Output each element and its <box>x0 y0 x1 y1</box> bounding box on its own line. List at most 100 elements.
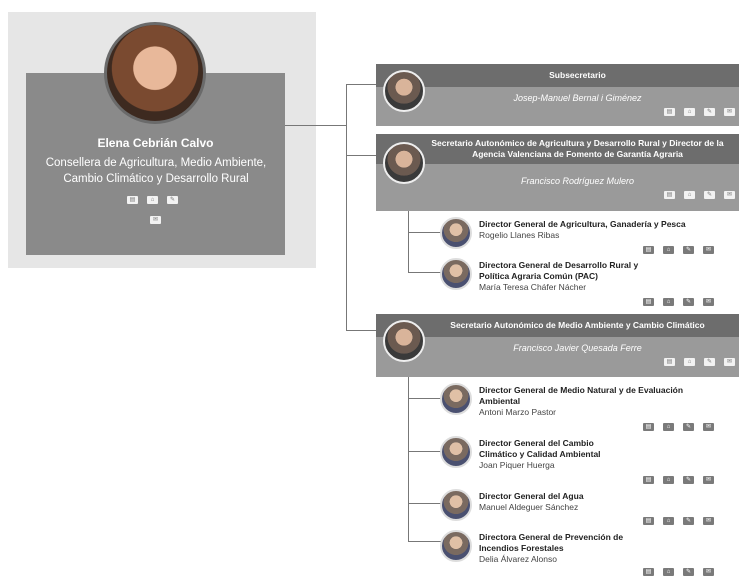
document-icon[interactable]: ✎ <box>683 298 694 306</box>
director-title[interactable]: Directora General de Desarrollo Rural y … <box>479 260 639 281</box>
document-icon[interactable]: ✎ <box>167 196 178 204</box>
connector <box>408 451 442 452</box>
cv-icon[interactable]: ▤ <box>127 196 138 204</box>
director-avatar[interactable] <box>440 530 472 562</box>
director-title[interactable]: Directora General de Prevención de Incen… <box>479 532 624 553</box>
document-icon[interactable]: ✎ <box>704 108 715 116</box>
director-entry: Director General del Cambio Climático y … <box>479 438 629 471</box>
director-name: Manuel Aldeguer Sánchez <box>479 502 579 512</box>
document-icon[interactable]: ✎ <box>683 476 694 484</box>
director-name: Delia Álvarez Alonso <box>479 554 557 564</box>
director-title[interactable]: Director General de Medio Natural y de E… <box>479 385 684 406</box>
head-name: Elena Cebrián Calvo <box>97 136 214 150</box>
home-icon[interactable]: ⌂ <box>663 423 674 431</box>
connector <box>346 155 376 156</box>
cv-icon[interactable]: ▤ <box>643 423 654 431</box>
secretary-card: Secretario Autonómico de Agricultura y D… <box>376 134 739 211</box>
secretary-title: Secretario Autonómico de Medio Ambiente … <box>376 314 739 337</box>
director-name: María Teresa Cháfer Nácher <box>479 282 587 292</box>
head-role: Consellera de Agricultura, Medio Ambient… <box>45 157 267 185</box>
home-icon[interactable]: ⌂ <box>663 246 674 254</box>
document-icon[interactable]: ✎ <box>704 358 715 366</box>
cv-icon[interactable]: ▤ <box>664 108 675 116</box>
document-icon[interactable]: ✎ <box>704 191 715 199</box>
connector <box>408 398 442 399</box>
head-icon-row: ▤ ⌂ ✎ <box>127 196 178 204</box>
director-avatar[interactable] <box>440 436 472 468</box>
secretary-name: Francisco Rodríguez Mulero <box>520 176 635 186</box>
cv-icon[interactable]: ▤ <box>643 298 654 306</box>
director-title[interactable]: Director General del Agua <box>479 491 584 501</box>
cv-icon[interactable]: ▤ <box>643 568 654 576</box>
secretary-card: Subsecretario Josep-Manuel Bernal i Gimé… <box>376 64 739 126</box>
home-icon[interactable]: ⌂ <box>663 298 674 306</box>
cv-icon[interactable]: ▤ <box>643 246 654 254</box>
connector-trunk <box>346 84 347 331</box>
cv-icon[interactable]: ▤ <box>664 358 675 366</box>
secretary-title: Subsecretario <box>376 64 739 87</box>
director-icon-row: ▤ ⌂ ✎ ✉ <box>643 476 714 484</box>
email-icon[interactable]: ✉ <box>703 423 714 431</box>
connector <box>285 125 347 126</box>
cv-icon[interactable]: ▤ <box>664 191 675 199</box>
document-icon[interactable]: ✎ <box>683 568 694 576</box>
secretary-card: Secretario Autonómico de Medio Ambiente … <box>376 314 739 377</box>
document-icon[interactable]: ✎ <box>683 246 694 254</box>
director-icon-row: ▤ ⌂ ✎ ✉ <box>643 246 714 254</box>
email-icon[interactable]: ✉ <box>703 476 714 484</box>
home-icon[interactable]: ⌂ <box>663 568 674 576</box>
director-avatar[interactable] <box>440 258 472 290</box>
home-icon[interactable]: ⌂ <box>663 476 674 484</box>
director-entry: Director General de Medio Natural y de E… <box>479 385 714 418</box>
email-icon[interactable]: ✉ <box>724 191 735 199</box>
head-icon-row-2: ✉ <box>150 216 161 224</box>
secretary-avatar[interactable] <box>383 70 425 112</box>
secretary-avatar[interactable] <box>383 320 425 362</box>
director-title[interactable]: Director General del Cambio Climático y … <box>479 438 601 459</box>
director-entry: Director General del Agua Manuel Aldegue… <box>479 491 714 513</box>
secretary-name: Josep-Manuel Bernal i Giménez <box>513 93 642 103</box>
secretary-icon-row: ▤ ⌂ ✎ ✉ <box>376 358 739 366</box>
connector <box>408 232 442 233</box>
director-avatar[interactable] <box>440 383 472 415</box>
director-name: Antoni Marzo Pastor <box>479 407 557 417</box>
director-entry: Directora General de Desarrollo Rural y … <box>479 260 649 293</box>
director-avatar[interactable] <box>440 489 472 521</box>
director-icon-row: ▤ ⌂ ✎ ✉ <box>643 298 714 306</box>
director-name: Rogelio Llanes Ribas <box>479 230 560 240</box>
cv-icon[interactable]: ▤ <box>643 517 654 525</box>
secretary-icon-row: ▤ ⌂ ✎ ✉ <box>376 191 739 199</box>
connector <box>408 377 409 541</box>
email-icon[interactable]: ✉ <box>703 568 714 576</box>
director-name: Joan Piquer Huerga <box>479 460 555 470</box>
connector <box>346 84 376 85</box>
email-icon[interactable]: ✉ <box>724 108 735 116</box>
cv-icon[interactable]: ▤ <box>643 476 654 484</box>
home-icon[interactable]: ⌂ <box>147 196 158 204</box>
document-icon[interactable]: ✎ <box>683 517 694 525</box>
home-icon[interactable]: ⌂ <box>684 191 695 199</box>
home-icon[interactable]: ⌂ <box>684 358 695 366</box>
email-icon[interactable]: ✉ <box>703 298 714 306</box>
secretary-name: Francisco Javier Quesada Ferre <box>513 343 642 353</box>
email-icon[interactable]: ✉ <box>150 216 161 224</box>
director-title[interactable]: Director General de Agricultura, Ganader… <box>479 219 686 229</box>
home-icon[interactable]: ⌂ <box>684 108 695 116</box>
director-entry: Directora General de Prevención de Incen… <box>479 532 644 565</box>
director-icon-row: ▤ ⌂ ✎ ✉ <box>643 423 714 431</box>
secretary-icon-row: ▤ ⌂ ✎ ✉ <box>376 108 739 116</box>
director-icon-row: ▤ ⌂ ✎ ✉ <box>643 517 714 525</box>
connector <box>408 211 409 273</box>
email-icon[interactable]: ✉ <box>703 246 714 254</box>
email-icon[interactable]: ✉ <box>703 517 714 525</box>
secretary-avatar[interactable] <box>383 142 425 184</box>
connector <box>408 541 442 542</box>
document-icon[interactable]: ✎ <box>683 423 694 431</box>
email-icon[interactable]: ✉ <box>724 358 735 366</box>
home-icon[interactable]: ⌂ <box>663 517 674 525</box>
connector <box>408 503 442 504</box>
head-avatar[interactable] <box>104 22 206 124</box>
director-entry: Director General de Agricultura, Ganader… <box>479 219 714 241</box>
director-icon-row: ▤ ⌂ ✎ ✉ <box>643 568 714 576</box>
director-avatar[interactable] <box>440 217 472 249</box>
